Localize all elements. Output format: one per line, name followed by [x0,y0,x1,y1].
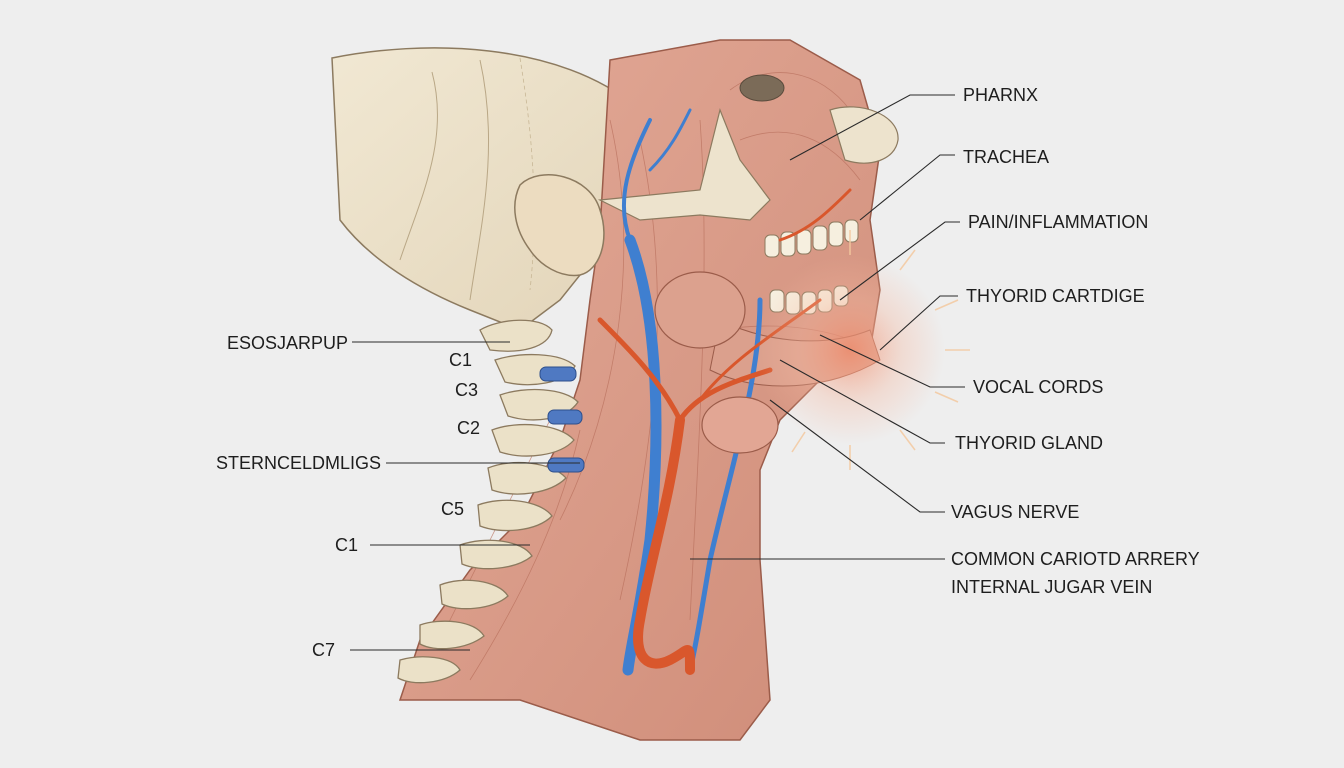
label-pain-inflammation: PAIN/INFLAMMATION [968,212,1148,232]
label-vertebra-c5: C5 [441,499,464,519]
label-vertebra-c2: C2 [457,418,480,438]
label-sternocleidomastoid: STERNCELDMLIGS [216,453,381,473]
label-vertebra-c7: C7 [312,640,335,660]
label-vagus-nerve: VAGUS NERVE [951,502,1079,522]
label-internal-jugular-vein: INTERNAL JUGAR VEIN [951,577,1152,597]
label-thyroid-gland: THYORID GLAND [955,433,1103,453]
thyroid-gland-illustration [701,396,779,454]
label-vertebra-c3: C3 [455,380,478,400]
face-bones-illustration [597,74,899,221]
intervertebral-discs-illustration [539,366,585,473]
left-labels: ESOSJARPUP STERNCELDMLIGS C1 C3 C2 C5 C1… [216,333,480,660]
right-labels: PHARNX TRACHEA PAIN/INFLAMMATION THYORID… [951,85,1200,597]
ear-illustration [514,174,605,277]
inflammation-glow [755,230,970,470]
label-vocal-cords: VOCAL CORDS [973,377,1103,397]
label-pharnx: PHARNX [963,85,1038,105]
label-vertebra-c1-lower: C1 [335,535,358,555]
leader-lines [350,94,965,651]
label-common-carotid-artery: COMMON CARIOTD ARRERY [951,549,1200,569]
label-thyroid-cartilage: THYORID CARTDIGE [966,286,1145,306]
label-vertebra-c1-upper: C1 [449,350,472,370]
larynx-illustration [654,271,746,349]
label-trachea: TRACHEA [963,147,1049,167]
label-esophagus: ESOSJARPUP [227,333,348,353]
